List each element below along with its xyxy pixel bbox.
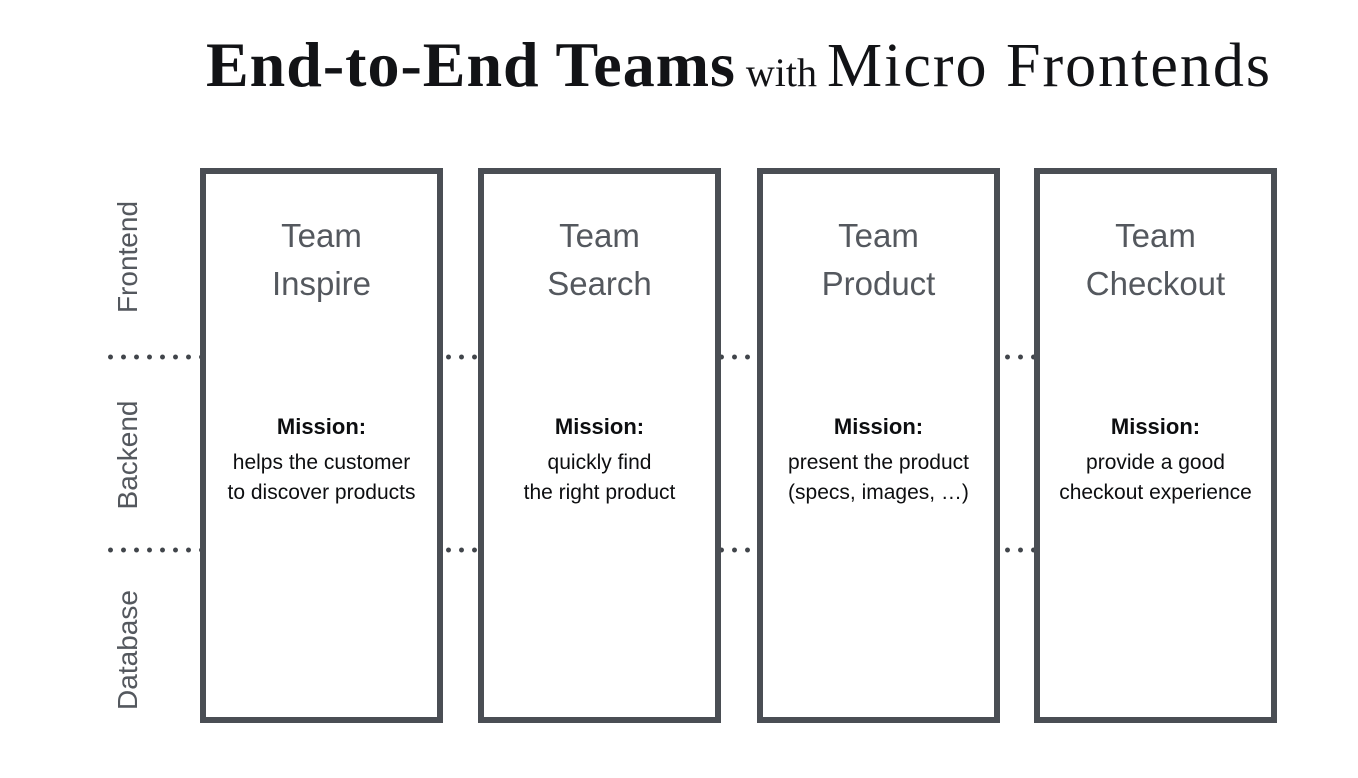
mission-description: provide a good checkout experience: [1059, 451, 1252, 504]
team-box-inspire: Team Inspire Mission: helps the customer…: [200, 168, 443, 723]
title-connector: with: [745, 50, 818, 95]
row-label-frontend: Frontend: [112, 200, 143, 314]
page-title: End-to-End Teams with Micro Frontends: [120, 28, 1358, 102]
title-part1: End-to-End Teams: [205, 29, 736, 100]
mission-label: Mission:: [1110, 414, 1201, 439]
title-part2: Micro Frontends: [827, 32, 1273, 100]
mission-description: helps the customer to discover products: [227, 451, 416, 504]
team-name: Team Product: [821, 217, 936, 302]
team-box-search: Team Search Mission: quickly find the ri…: [478, 168, 721, 723]
team-box-product: Team Product Mission: present the produc…: [757, 168, 1000, 723]
team-mission: Mission: provide a good checkout experie…: [1040, 414, 1271, 508]
team-mission: Mission: quickly find the right product: [484, 414, 715, 508]
mission-description: present the product (specs, images, …): [788, 451, 969, 504]
team-box-checkout: Team Checkout Mission: provide a good ch…: [1034, 168, 1277, 723]
mission-label: Mission:: [276, 414, 367, 439]
team-name: Team Inspire: [271, 217, 372, 302]
team-name: Team Search: [547, 217, 652, 302]
team-mission: Mission: helps the customer to discover …: [206, 414, 437, 508]
mission-label: Mission:: [833, 414, 924, 439]
team-name: Team Checkout: [1085, 217, 1226, 302]
team-mission: Mission: present the product (specs, ima…: [763, 414, 994, 508]
row-label-backend: Backend: [112, 400, 143, 510]
row-label-database: Database: [112, 590, 143, 710]
mission-description: quickly find the right product: [523, 451, 676, 504]
mission-label: Mission:: [554, 414, 645, 439]
